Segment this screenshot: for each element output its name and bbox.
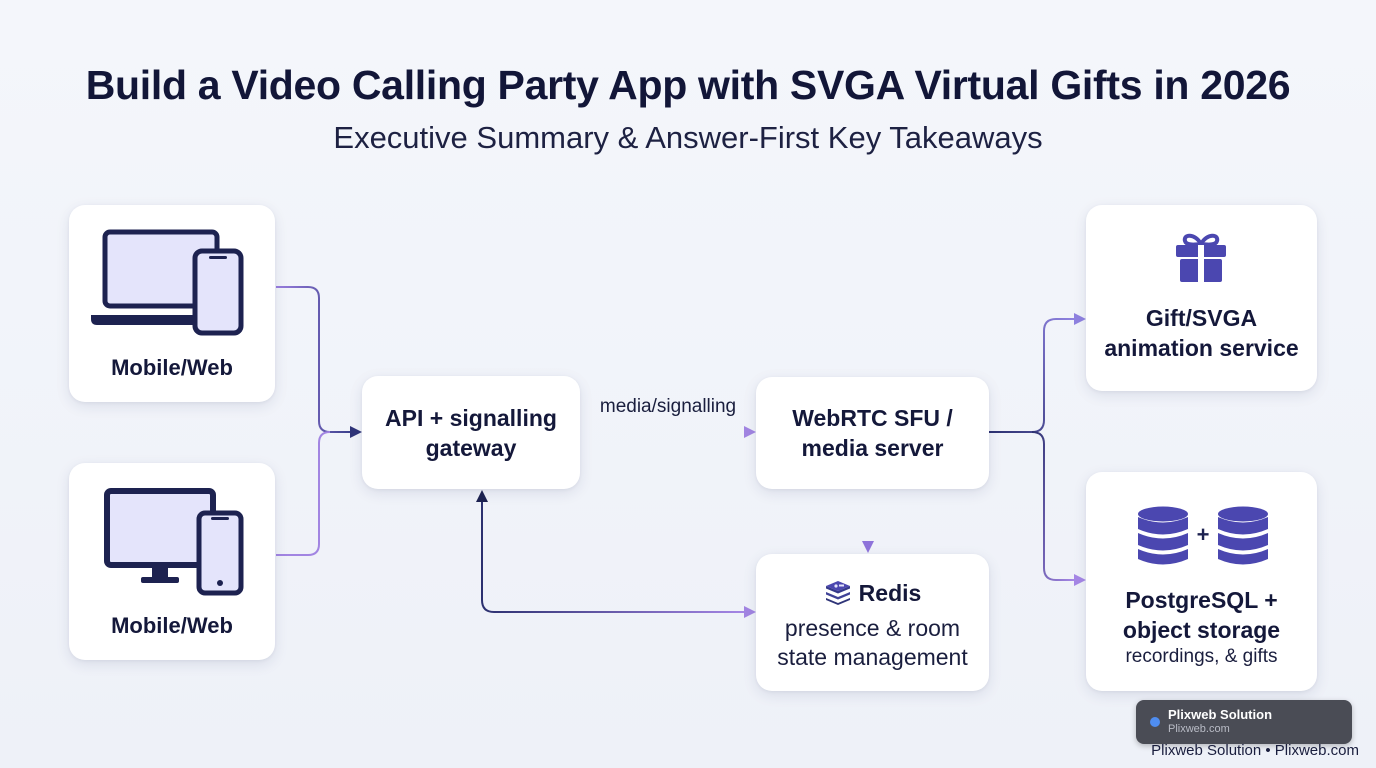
brand-badge: Plixweb Solution Plixweb.com: [1136, 700, 1352, 744]
edge-sfu-storage: [1031, 431, 1074, 581]
gateway-label-line2: gateway: [425, 434, 517, 461]
sfu-label-line1: WebRTC SFU /: [792, 405, 953, 431]
storage-label-line2: object storage: [1122, 617, 1281, 643]
client-card-laptop: Mobile/Web: [69, 205, 275, 402]
edge-label-media-signalling: media/signalling: [599, 396, 737, 417]
database-icon-left: [1138, 506, 1188, 565]
client-label: Mobile/Web: [111, 613, 233, 638]
edge-sfu-gift: [989, 318, 1074, 433]
edge-client2-gateway: [276, 431, 331, 556]
edge-gateway-redis: [481, 502, 746, 613]
arrowhead-gateway-in: [350, 426, 362, 438]
redis-desc-line1: presence & room: [784, 615, 961, 641]
gift-label-line2: animation service: [1104, 335, 1299, 361]
storage-card: + PostgreSQL + object storage recordings…: [1086, 472, 1317, 691]
status-dot-icon: [1150, 717, 1160, 727]
footer-credit: Plixweb Solution • Plixweb.com: [1151, 742, 1359, 759]
page-subtitle: Executive Summary & Answer-First Key Tak…: [333, 120, 1043, 155]
gateway-label-line1: API + signalling: [385, 404, 557, 431]
arrowhead-sfu-in: [744, 426, 756, 438]
desktop-phone-icon: [104, 488, 244, 596]
redis-stack-icon: [825, 581, 850, 605]
arrowhead-redis-left: [744, 606, 756, 618]
sfu-card: WebRTC SFU / media server: [756, 377, 989, 489]
database-icon-right: [1218, 506, 1268, 565]
database-plus-database-icon: [1138, 506, 1268, 565]
badge-domain: Plixweb.com: [1168, 723, 1230, 735]
sfu-label-line2: media server: [801, 435, 944, 461]
gift-label-line1: Gift/SVGA: [1145, 305, 1258, 331]
edge-client1-gateway: [276, 286, 352, 433]
gift-icon: [1176, 233, 1226, 282]
badge-name: Plixweb Solution: [1168, 707, 1273, 722]
storage-label-line3: recordings, & gifts: [1125, 646, 1278, 667]
arrowhead-storage-in: [1074, 574, 1086, 586]
redis-card: Redis presence & room state management: [756, 554, 989, 691]
redis-desc-line2: state management: [777, 644, 968, 670]
storage-label-line1: PostgreSQL +: [1125, 587, 1278, 613]
client-label: Mobile/Web: [111, 355, 233, 380]
client-card-desktop: Mobile/Web: [69, 463, 275, 660]
gateway-card: API + signalling gateway: [362, 376, 580, 489]
page-title: Build a Video Calling Party App with SVG…: [85, 62, 1291, 108]
arrowhead-gift-in: [1074, 313, 1086, 325]
arrowhead-redis-top: [862, 541, 874, 553]
arrowhead-gateway-bottom: [476, 490, 488, 502]
laptop-phone-icon: [91, 229, 244, 336]
redis-header: Redis: [756, 578, 989, 608]
redis-title: Redis: [858, 580, 922, 606]
storage-plus-sign: +: [1196, 522, 1210, 547]
gift-service-card: Gift/SVGA animation service: [1086, 205, 1317, 391]
